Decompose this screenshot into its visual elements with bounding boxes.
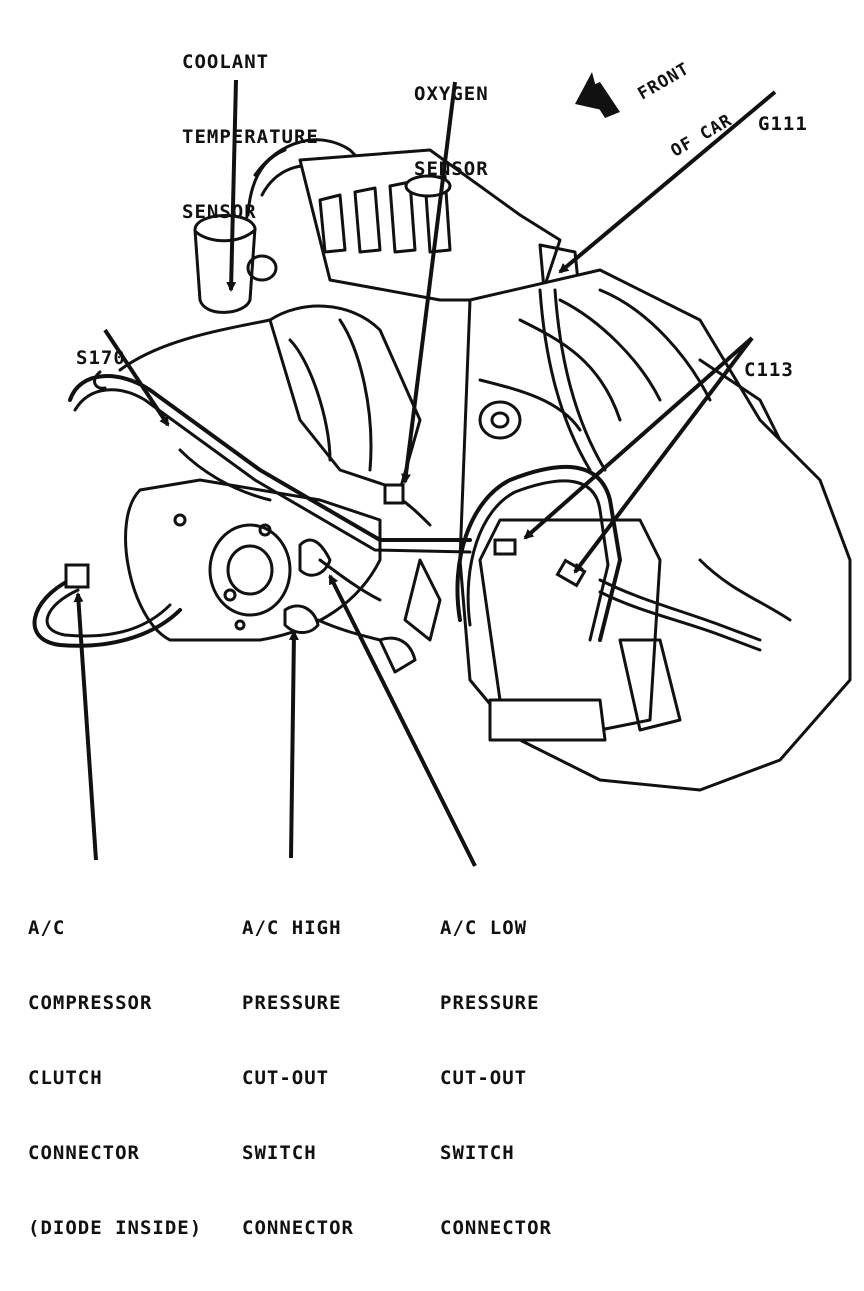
label-ac-high-pressure-switch: A/C HIGH PRESSURE CUT-OUT SWITCH CONNECT… — [242, 866, 354, 1291]
arrow-g111 — [558, 90, 777, 274]
clutch-connector-plug — [64, 563, 90, 589]
label-coolant-temperature-sensor: COOLANT TEMPERATURE SENSOR — [182, 0, 319, 275]
low-line-4: SWITCH — [440, 1142, 515, 1164]
label-c113: C113 — [744, 308, 794, 433]
arrow-coolant-sensor — [226, 79, 238, 292]
front-of-car-arrow — [575, 72, 620, 118]
high-line-2: PRESSURE — [242, 992, 342, 1014]
arrow-ac-compressor — [73, 592, 98, 861]
front-line-2: OF CAR — [667, 110, 736, 162]
arrow-c113-a — [523, 336, 754, 540]
compressor-line-1: A/C — [28, 917, 66, 939]
label-g111: G111 — [758, 62, 808, 187]
arrow-s170 — [103, 328, 170, 427]
coolant-line-3: SENSOR — [182, 201, 257, 223]
low-line-3: CUT-OUT — [440, 1067, 528, 1089]
oxygen-line-2: SENSOR — [414, 158, 489, 180]
label-oxygen-sensor: OXYGEN SENSOR — [414, 32, 489, 232]
label-ac-low-pressure-switch: A/C LOW PRESSURE CUT-OUT SWITCH CONNECTO… — [440, 866, 552, 1291]
engine-illustration — [32, 72, 852, 867]
front-line-1: FRONT — [634, 58, 694, 105]
g111-text: G111 — [758, 113, 808, 135]
oxygen-line-1: OXYGEN — [414, 83, 489, 105]
low-line-2: PRESSURE — [440, 992, 540, 1014]
compressor-line-5: (DIODE INSIDE) — [28, 1217, 203, 1239]
c113-text: C113 — [744, 359, 794, 381]
low-line-5: CONNECTOR — [440, 1217, 552, 1239]
label-s170: S170 — [76, 296, 126, 421]
coolant-line-2: TEMPERATURE — [182, 126, 319, 148]
wiring-harness — [32, 288, 762, 652]
high-line-3: CUT-OUT — [242, 1067, 330, 1089]
callout-arrows — [73, 79, 777, 867]
arrow-oxygen-sensor — [401, 81, 457, 484]
engine-wiring-diagram: COOLANT TEMPERATURE SENSOR OXYGEN SENSOR… — [28, 0, 852, 1239]
high-line-1: A/C HIGH — [242, 917, 342, 939]
coolant-line-1: COOLANT — [182, 51, 270, 73]
s170-text: S170 — [76, 347, 126, 369]
high-line-4: SWITCH — [242, 1142, 317, 1164]
compressor-line-3: CLUTCH — [28, 1067, 103, 1089]
high-line-5: CONNECTOR — [242, 1217, 354, 1239]
label-ac-compressor-clutch-connector: A/C COMPRESSOR CLUTCH CONNECTOR (DIODE I… — [28, 866, 202, 1291]
arrow-ac-low — [328, 574, 477, 867]
arrow-c113-b — [573, 336, 754, 574]
compressor-line-4: CONNECTOR — [28, 1142, 140, 1164]
arrow-ac-high — [288, 630, 299, 859]
compressor-line-2: COMPRESSOR — [28, 992, 153, 1014]
low-line-1: A/C LOW — [440, 917, 528, 939]
engine-block — [124, 138, 852, 792]
